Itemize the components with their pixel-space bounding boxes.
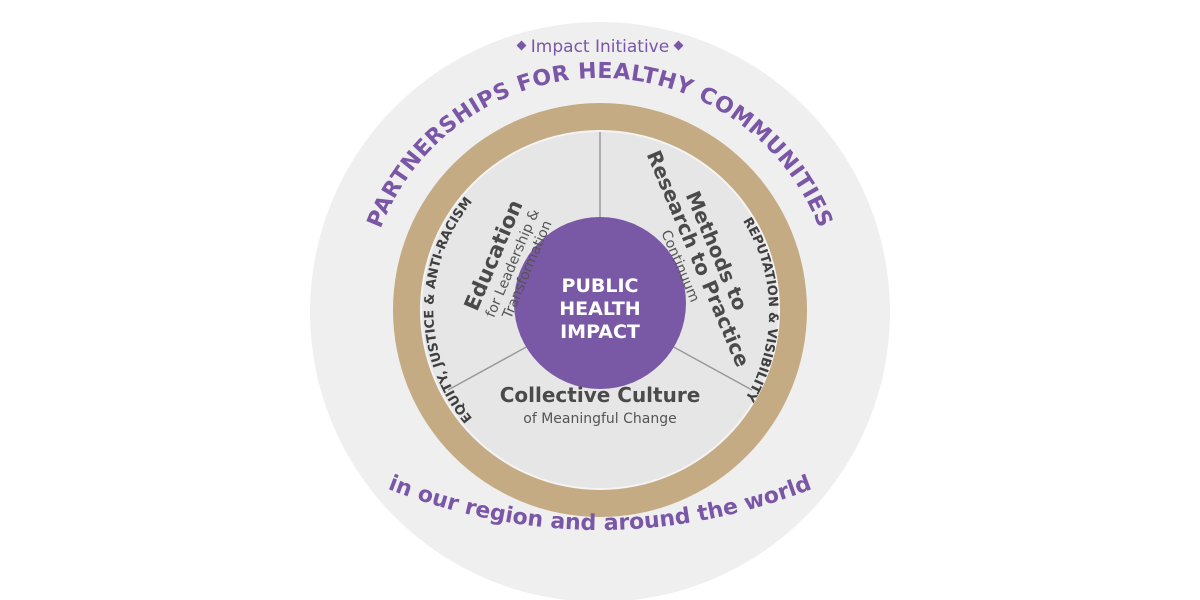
diamond-left-icon xyxy=(516,40,527,51)
center-line-1: PUBLIC xyxy=(562,275,639,297)
segment-divider-left xyxy=(447,344,531,391)
center-line-2: HEALTH xyxy=(559,298,640,320)
segment-collective-title: Collective Culture xyxy=(500,383,701,407)
diamond-right-icon xyxy=(673,40,684,51)
center-circle xyxy=(514,217,686,389)
top-label: Impact Initiative xyxy=(531,37,669,57)
segment-collective-subtitle: of Meaningful Change xyxy=(523,411,676,427)
center-line-3: IMPACT xyxy=(560,321,640,343)
segment-collective-culture: Collective Culture of Meaningful Change xyxy=(500,383,701,427)
segment-divider-right xyxy=(669,344,753,391)
